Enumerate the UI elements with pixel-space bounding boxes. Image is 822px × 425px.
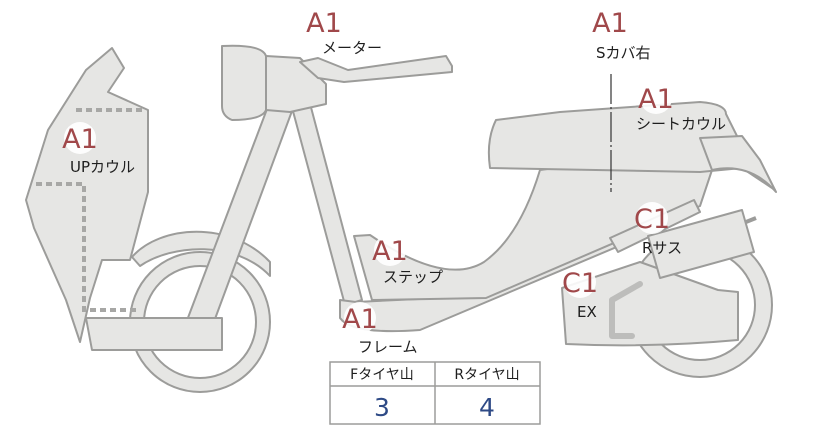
frame-tube: [289, 95, 363, 306]
part-frame[interactable]: A1 フレーム: [342, 302, 418, 356]
part-r-suspension[interactable]: C1 Rサス: [634, 202, 682, 257]
grade-badge: C1: [634, 204, 670, 235]
part-label: Rサス: [642, 239, 682, 257]
exhaust-pipe: [609, 281, 643, 339]
grade-badge: A1: [592, 8, 628, 39]
part-label: Sカバ右: [596, 44, 651, 62]
handlebar: [299, 55, 453, 83]
part-label: シートカウル: [636, 115, 726, 133]
part-s-cover-right[interactable]: A1 Sカバ右: [592, 6, 651, 62]
rear-tread-value: 4: [479, 393, 495, 422]
part-seat-cowl[interactable]: A1 シートカウル: [636, 82, 726, 133]
seat-tail: [699, 135, 777, 193]
grade-badge: C1: [562, 268, 598, 299]
table-header-rear: Rタイヤ山: [454, 367, 519, 383]
part-label: UPカウル: [70, 158, 135, 176]
part-step[interactable]: A1 ステップ: [372, 234, 443, 286]
grade-badge: A1: [372, 236, 408, 267]
headlight: [221, 44, 267, 121]
grade-badge: A1: [342, 304, 378, 335]
grade-badge: A1: [638, 84, 674, 115]
up-cowl-outline: [36, 108, 146, 312]
part-label: ステップ: [383, 268, 443, 286]
front-cowl-lower: [85, 317, 223, 351]
part-label: メーター: [322, 39, 382, 57]
part-meter[interactable]: A1 メーター: [306, 6, 382, 57]
grade-badge: A1: [62, 124, 98, 155]
front-cowl: [25, 47, 149, 343]
exhaust-box: [561, 261, 739, 347]
front-tread-value: 3: [374, 393, 390, 422]
tire-tread-table: Fタイヤ山 Rタイヤ山 3 4: [329, 361, 541, 425]
rear-suspension-box: [647, 209, 755, 279]
part-label: フレーム: [358, 338, 418, 356]
part-up-cowl[interactable]: A1 UPカウル: [62, 122, 135, 176]
body-side: [353, 145, 721, 301]
part-exhaust[interactable]: C1 EX: [562, 266, 598, 321]
part-label: EX: [577, 303, 597, 321]
grade-badge: A1: [306, 8, 342, 39]
table-header-front: Fタイヤ山: [350, 367, 414, 383]
